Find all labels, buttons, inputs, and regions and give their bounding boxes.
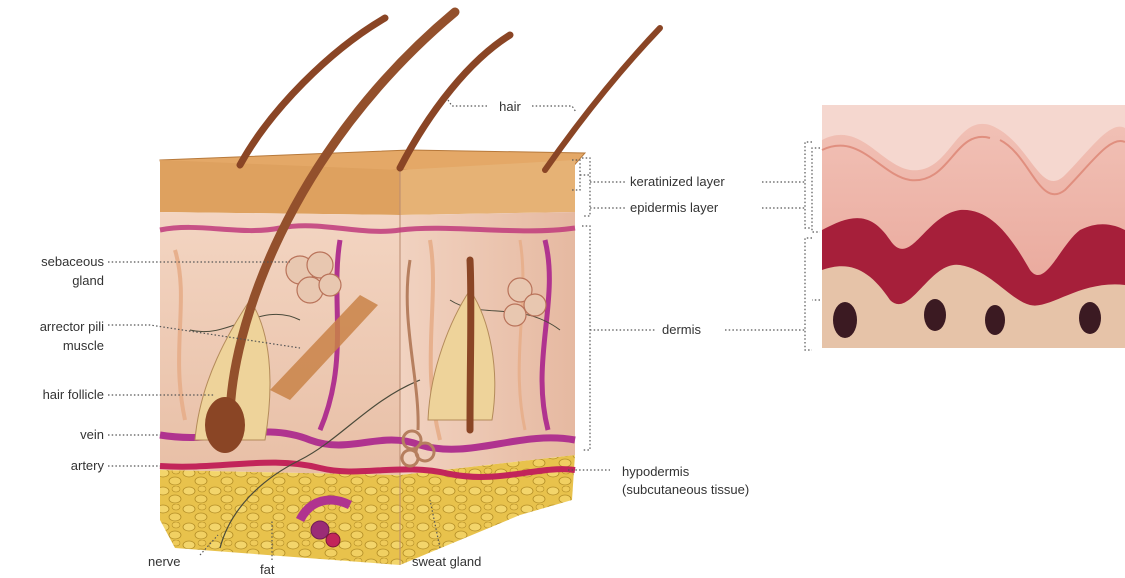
label-vein: vein [0, 426, 104, 443]
label-dermis: dermis [662, 321, 701, 338]
micrograph [822, 105, 1125, 348]
label-arrector-pili-line1: arrector pili [0, 318, 104, 335]
label-hair: hair [488, 98, 532, 115]
label-epidermis-layer: epidermis layer [630, 199, 718, 216]
skin-block [160, 150, 585, 565]
label-nerve: nerve [148, 553, 181, 570]
label-arrector-pili-line2: muscle [0, 337, 104, 354]
hypodermis-front [160, 470, 400, 565]
label-artery: artery [0, 457, 104, 474]
label-sebaceous-line2: gland [0, 272, 104, 289]
label-hair-follicle: hair follicle [0, 386, 104, 403]
label-keratinized-layer: keratinized layer [630, 173, 725, 190]
label-hypodermis: hypodermis [622, 463, 689, 480]
label-sweat-gland: sweat gland [412, 553, 481, 570]
label-hypodermis-sub: (subcutaneous tissue) [622, 481, 749, 498]
label-sebaceous-line1: sebaceous [0, 253, 104, 270]
label-fat: fat [260, 561, 274, 578]
